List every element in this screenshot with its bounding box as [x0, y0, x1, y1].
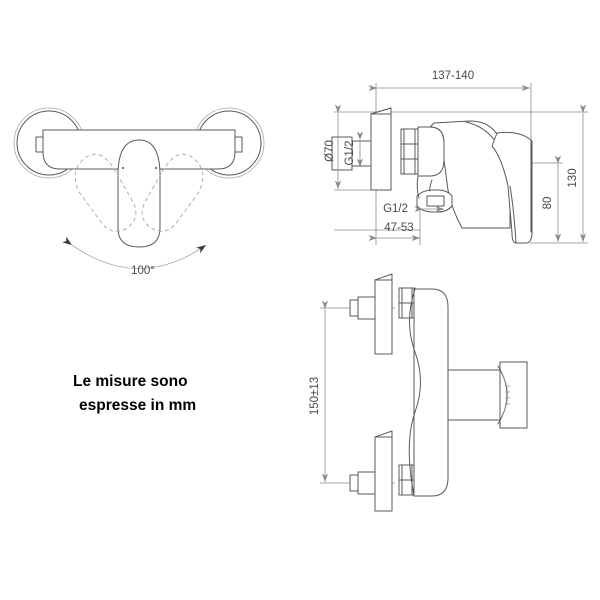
- spout-collar: [499, 361, 528, 429]
- lower-escutcheon-body: [374, 436, 393, 512]
- outlet-nipple-bore: [426, 195, 445, 207]
- lower-hex-facets: [401, 464, 413, 496]
- upper-inlet-tip: [349, 299, 359, 317]
- angle-label-100: 100°: [131, 265, 155, 277]
- escutcheon-body: [370, 113, 392, 191]
- lever-inner-contour: [509, 185, 517, 244]
- lower-inlet-stub: [357, 471, 376, 495]
- upper-hex-facets: [401, 287, 413, 319]
- handle-ghost-right: [141, 153, 204, 232]
- upper-inlet-stub: [357, 296, 376, 320]
- handle-ghost-left: [74, 153, 137, 232]
- units-note: Le misure sono espresse in mm: [73, 373, 196, 414]
- upper-escutcheon-body: [374, 279, 393, 355]
- lever-plan-curve-inner: [500, 371, 508, 419]
- body-plan-inner-contour: [408, 288, 421, 497]
- lever-handle: [117, 139, 161, 248]
- left-inlet-notch: [35, 136, 44, 153]
- upper-hex-nut-b: [398, 302, 416, 319]
- dimlabel-g12-vertical: G1/2: [344, 141, 356, 166]
- lever-plan-curve: [497, 365, 508, 425]
- dimlabel-137-140: 137-140: [432, 70, 474, 82]
- hex-nut-assembly: [400, 128, 419, 175]
- dimlabel-150: 150±13: [309, 377, 321, 415]
- hex-nut-facet-lines: [403, 128, 416, 175]
- connector-dome: [417, 126, 445, 177]
- side-view: 137-140 Ø70 G1/2 G1/2 47-53 130 80: [324, 70, 588, 245]
- handle-pivot-dot-left: [121, 166, 125, 170]
- front-view: 100°: [13, 107, 265, 277]
- top-view: 150±13: [309, 273, 528, 512]
- right-inlet-notch: [234, 136, 243, 153]
- body-plan-outline: [413, 288, 449, 497]
- lower-inlet-assembly: [349, 430, 416, 512]
- lever-handle-side: [491, 131, 533, 244]
- dimlabel-47-53: 47-53: [384, 222, 413, 234]
- lower-inlet-tip: [349, 474, 359, 492]
- handle-pivot-dot-right: [154, 166, 158, 170]
- dimlabel-130: 130: [567, 168, 579, 187]
- lower-hex-nut-a: [398, 464, 416, 481]
- dimlabel-80: 80: [542, 197, 554, 210]
- outlet-neck-left: [416, 175, 420, 199]
- upper-inlet-assembly: [349, 273, 416, 355]
- spout-plan: [447, 369, 501, 421]
- units-note-line1: Le misure sono: [73, 373, 188, 390]
- angle-arc-100: [62, 236, 207, 269]
- outlet-neck-right: [429, 179, 433, 192]
- dimlabel-g12-horizontal: G1/2: [383, 203, 408, 215]
- units-note-line2: espresse in mm: [79, 397, 196, 414]
- lever-plan-ribs: [505, 385, 510, 405]
- dimlabel-dia70: Ø70: [324, 140, 336, 162]
- mixer-body: [429, 120, 511, 229]
